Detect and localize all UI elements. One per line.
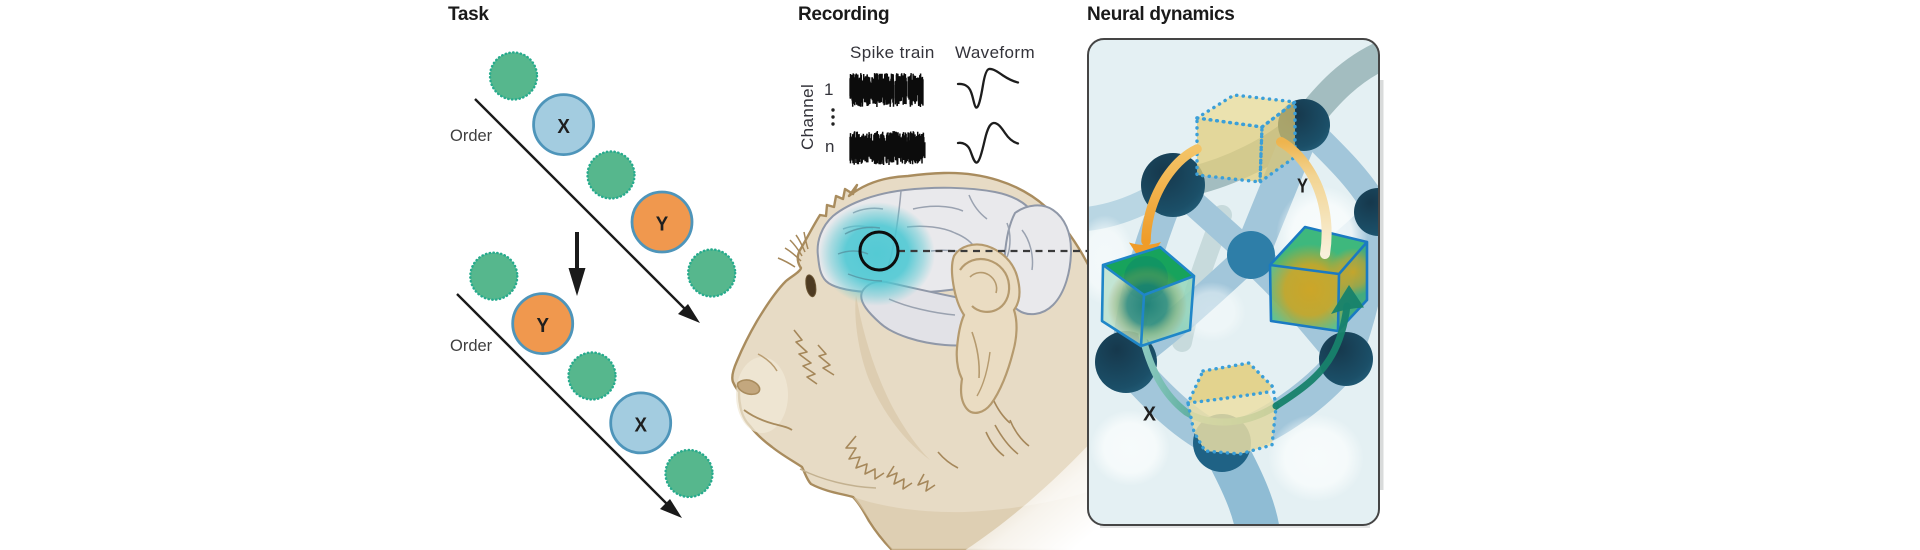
svg-text:n: n	[825, 137, 835, 156]
svg-text:X: X	[634, 414, 647, 436]
svg-text:Spike train: Spike train	[850, 43, 935, 62]
svg-text:Neural dynamics: Neural dynamics	[1087, 4, 1235, 25]
svg-text:Order: Order	[450, 127, 493, 145]
svg-text:1: 1	[824, 80, 834, 99]
svg-text:X: X	[557, 116, 570, 138]
svg-text:Channel: Channel	[798, 84, 817, 150]
svg-text:Y: Y	[536, 315, 549, 337]
svg-text:X: X	[1143, 404, 1157, 426]
svg-text:Waveform: Waveform	[955, 43, 1035, 62]
svg-text:Order: Order	[450, 337, 493, 355]
svg-text:Recording: Recording	[798, 4, 889, 25]
svg-text:Task: Task	[448, 4, 489, 25]
svg-text:Y: Y	[1297, 176, 1309, 198]
svg-text:Y: Y	[656, 214, 669, 236]
